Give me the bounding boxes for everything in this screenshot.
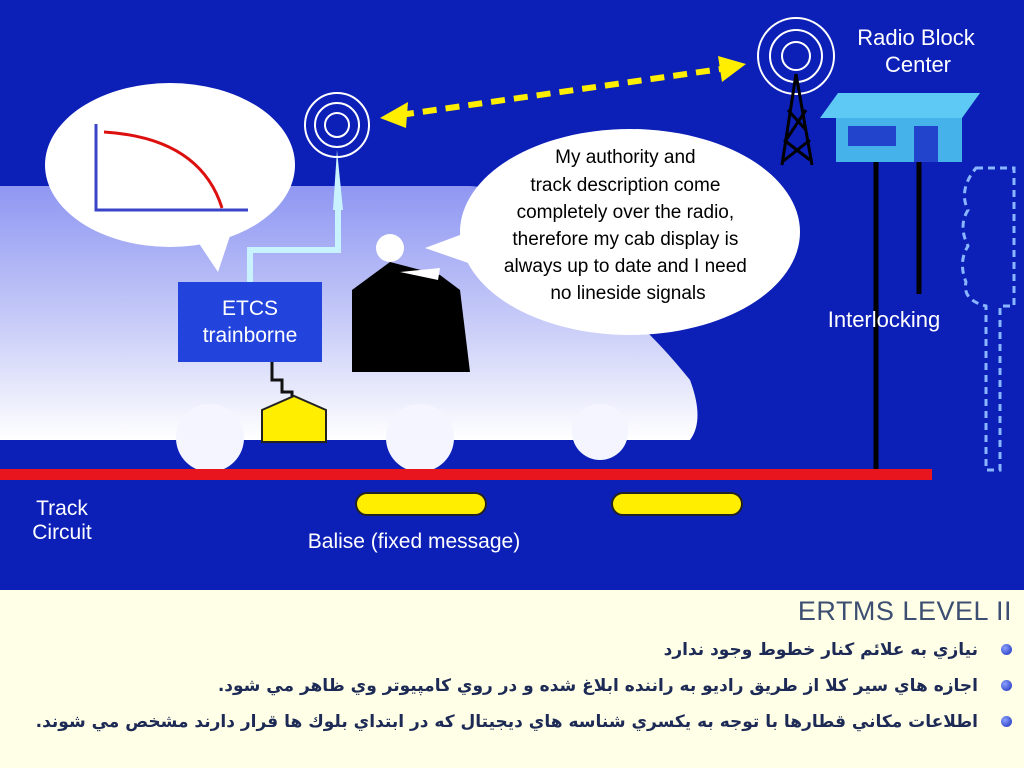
bullet-text: اطلاعات مكاني قطارها با توجه به يكسري شن… (35, 712, 978, 732)
train-wheel (572, 404, 628, 460)
train-wheel (176, 404, 244, 472)
braking-curve-bubble (45, 83, 295, 272)
rbc-building (820, 93, 980, 162)
speech-line: always up to date and I need (504, 256, 747, 277)
radio-link-arrow (380, 56, 746, 128)
bullet-dot-icon (1001, 716, 1012, 727)
train-antenna-signal-icon (304, 92, 370, 158)
slide-title: ERTMS LEVEL II (797, 596, 1012, 626)
rbc-signal-icon (757, 17, 835, 95)
balise-antenna (261, 394, 327, 443)
track-circuit-label-line1: Track (36, 497, 88, 520)
rail-track (0, 469, 932, 480)
rbc-label-line2: Center (885, 52, 951, 77)
track-circuit-label-line2: Circuit (32, 521, 92, 544)
antenna-cable (247, 210, 341, 282)
bullet-list: نيازي به علائم كنار خطوط وجود ندارد اجاز… (0, 632, 1024, 740)
train-wheel (386, 404, 454, 472)
bullet-text: اجازه هاي سير كلا از طريق راديو به رانند… (217, 676, 978, 696)
speech-line: My authority and (555, 147, 695, 168)
train-antenna (333, 150, 343, 210)
lineside-signal-outline (961, 166, 1016, 472)
bullet-item: نيازي به علائم كنار خطوط وجود ندارد (0, 632, 1024, 668)
balise-antenna-cable (270, 362, 294, 400)
balise-1 (355, 492, 487, 516)
interlocking-label: Interlocking (828, 307, 941, 332)
text-panel: ERTMS LEVEL II نيازي به علائم كنار خطوط … (0, 590, 1024, 768)
balise-label: Balise (fixed message) (308, 530, 520, 553)
bullet-item: اطلاعات مكاني قطارها با توجه به يكسري شن… (0, 704, 1024, 740)
driver-silhouette (352, 234, 470, 372)
bullet-dot-icon (1001, 680, 1012, 691)
radio-mast-icon (780, 73, 814, 166)
trainborne-label: trainborne (203, 324, 298, 347)
braking-curve (103, 130, 224, 209)
bullet-item: اجازه هاي سير كلا از طريق راديو به رانند… (0, 668, 1024, 704)
speech-line: no lineside signals (550, 283, 705, 304)
speech-line: track description come (530, 175, 720, 196)
bullet-dot-icon (1001, 644, 1012, 655)
ertms-diagram: ETCS trainborne My authority and track d… (0, 0, 1024, 590)
bullet-text: نيازي به علائم كنار خطوط وجود ندارد (663, 640, 978, 660)
etcs-trainborne-box (178, 282, 322, 362)
driver-speech-bubble: My authority and track description come … (425, 129, 800, 335)
rbc-label-line1: Radio Block (857, 25, 975, 50)
svg-text:My authority and track d: My authority and track description come … (504, 147, 752, 304)
curve-axes (94, 124, 248, 212)
balise-2 (611, 492, 743, 516)
etcs-label: ETCS (222, 297, 278, 320)
speech-line: therefore my cab display is (512, 229, 738, 250)
speech-line: completely over the radio, (517, 202, 735, 223)
